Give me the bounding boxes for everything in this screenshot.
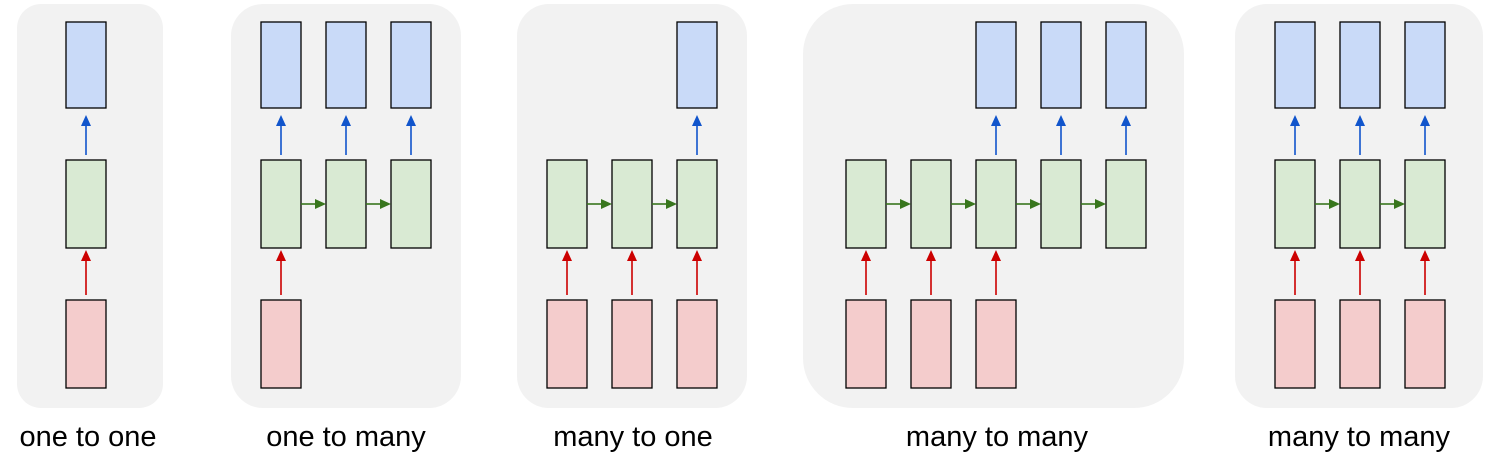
panel-label-many-to-many-1: many to many — [906, 421, 1089, 453]
output-box — [260, 21, 302, 109]
panel-2 — [231, 4, 461, 408]
panel-label-many-to-many-2: many to many — [1268, 421, 1451, 453]
input-arrow — [861, 250, 871, 295]
output-arrow — [81, 115, 91, 155]
input-arrow — [627, 250, 637, 295]
panel-label-one-to-many: one to many — [266, 421, 426, 453]
recurrent-arrow — [1016, 199, 1041, 209]
recurrent-arrow — [1380, 199, 1405, 209]
output-arrow — [1420, 115, 1430, 155]
input-arrow — [926, 250, 936, 295]
output-box — [676, 21, 718, 109]
input-arrow — [692, 250, 702, 295]
hidden-state-box — [546, 159, 588, 249]
hidden-state-box — [611, 159, 653, 249]
hidden-state-box — [975, 159, 1017, 249]
recurrent-arrow — [951, 199, 976, 209]
recurrent-arrow — [1081, 199, 1106, 209]
output-box — [65, 21, 107, 109]
panel-1 — [17, 4, 163, 408]
output-box — [975, 21, 1017, 109]
input-box — [1404, 299, 1446, 389]
hidden-state-box — [260, 159, 302, 249]
output-arrow — [276, 115, 286, 155]
input-box — [1339, 299, 1381, 389]
input-arrow — [276, 250, 286, 295]
input-box — [975, 299, 1017, 389]
panel-label-many-to-one: many to one — [553, 421, 713, 453]
hidden-state-box — [325, 159, 367, 249]
output-arrow — [1355, 115, 1365, 155]
recurrent-arrow — [1315, 199, 1340, 209]
panel-3 — [517, 4, 747, 408]
hidden-state-box — [676, 159, 718, 249]
output-arrow — [692, 115, 702, 155]
input-arrow — [1355, 250, 1365, 295]
recurrent-arrow — [587, 199, 612, 209]
output-box — [325, 21, 367, 109]
hidden-state-box — [910, 159, 952, 249]
output-box — [1404, 21, 1446, 109]
output-arrow — [341, 115, 351, 155]
input-arrow — [562, 250, 572, 295]
input-box — [546, 299, 588, 389]
output-arrow — [1056, 115, 1066, 155]
hidden-state-box — [390, 159, 432, 249]
output-arrow — [406, 115, 416, 155]
input-box — [1274, 299, 1316, 389]
hidden-state-box — [1105, 159, 1147, 249]
input-arrow — [81, 250, 91, 295]
output-box — [1274, 21, 1316, 109]
output-box — [1040, 21, 1082, 109]
input-box — [65, 299, 107, 389]
hidden-state-box — [1040, 159, 1082, 249]
panel-4 — [803, 4, 1184, 408]
recurrent-arrow — [301, 199, 326, 209]
recurrent-arrow — [886, 199, 911, 209]
input-box — [611, 299, 653, 389]
output-box — [390, 21, 432, 109]
hidden-state-box — [1339, 159, 1381, 249]
input-box — [260, 299, 302, 389]
hidden-state-box — [1404, 159, 1446, 249]
output-arrow — [991, 115, 1001, 155]
output-box — [1339, 21, 1381, 109]
hidden-state-box — [65, 159, 107, 249]
recurrent-arrow — [652, 199, 677, 209]
hidden-state-box — [845, 159, 887, 249]
output-arrow — [1121, 115, 1131, 155]
panel-label-one-to-one: one to one — [19, 421, 156, 453]
input-box — [845, 299, 887, 389]
output-arrow — [1290, 115, 1300, 155]
input-box — [676, 299, 718, 389]
recurrent-arrow — [366, 199, 391, 209]
output-box — [1105, 21, 1147, 109]
hidden-state-box — [1274, 159, 1316, 249]
input-arrow — [1290, 250, 1300, 295]
panel-5 — [1235, 4, 1483, 408]
input-arrow — [991, 250, 1001, 295]
input-box — [910, 299, 952, 389]
input-arrow — [1420, 250, 1430, 295]
